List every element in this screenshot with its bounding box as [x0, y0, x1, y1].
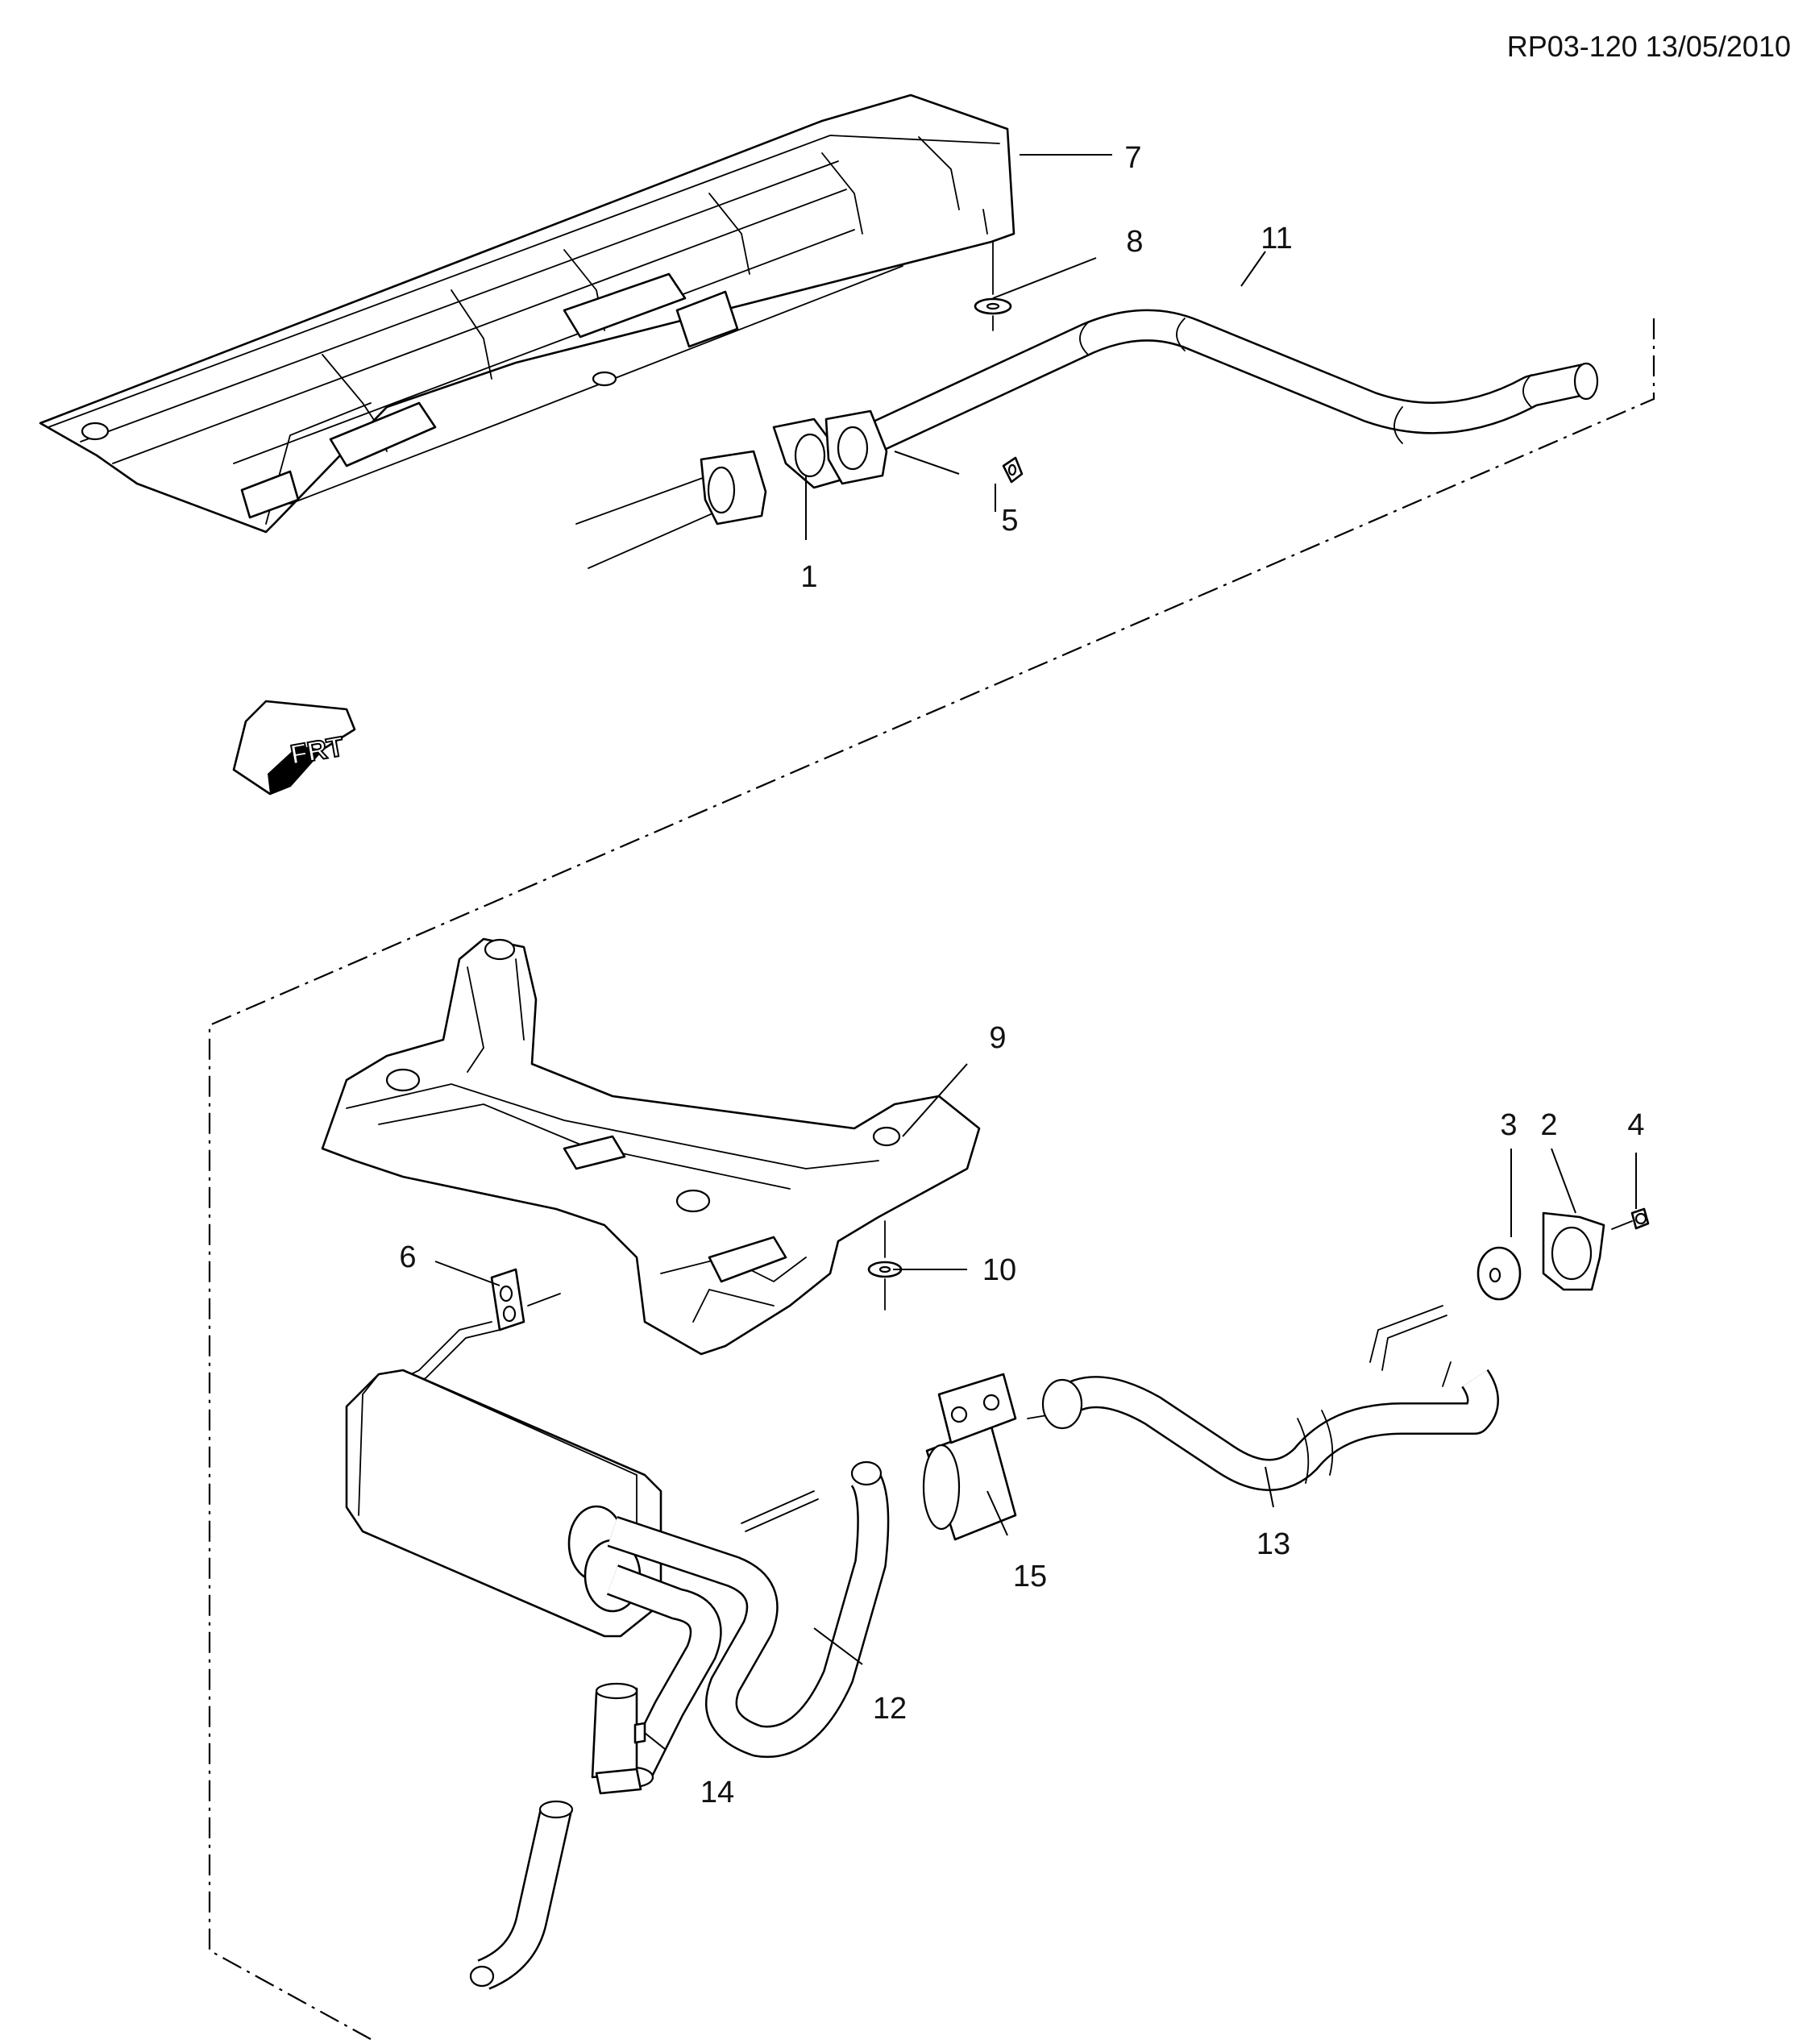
callout-10: 10: [982, 1253, 1016, 1287]
rubber-hanger: [402, 1268, 561, 1387]
front-intermediate-pipe: [824, 309, 1599, 485]
inlet-pipe-stub: [575, 450, 767, 569]
callout-6: 6: [399, 1240, 416, 1274]
callout-3: 3: [1500, 1108, 1517, 1142]
front-direction-arrow-icon: FRT: [232, 700, 356, 796]
callout-9: 9: [989, 1021, 1006, 1055]
intermediate-clamp: [922, 1373, 1053, 1541]
callout-8: 8: [1126, 225, 1143, 259]
lower-shield-washer: [867, 1220, 903, 1311]
rear-hanger-bolt: [1611, 1207, 1650, 1230]
callout-12: 12: [873, 1692, 907, 1726]
callout-leaders: [434, 154, 1637, 1750]
callout-1: 1: [800, 560, 817, 594]
tail-pipe-assembly: [606, 1460, 890, 1788]
callout-11: 11: [1261, 222, 1292, 256]
lower-heat-shield: [321, 937, 981, 1356]
callout-5: 5: [1001, 504, 1018, 538]
drawing-code: RP03-120 13/05/2010: [1507, 30, 1791, 63]
flange-nut: [1002, 456, 1024, 484]
callout-numbers: 1 2 3 4 5 6 7 8 9 10 11 12 13 14 15: [399, 141, 1644, 1809]
upper-heat-shield: [39, 93, 1015, 534]
callout-2: 2: [1540, 1108, 1557, 1142]
rear-hanger-rubber: [1477, 1246, 1522, 1301]
assembly-boundary: [208, 318, 1655, 2040]
callout-4: 4: [1627, 1108, 1644, 1142]
callout-14: 14: [700, 1776, 734, 1809]
tail-pipe-clamp: [591, 1682, 646, 1795]
callout-7: 7: [1124, 141, 1141, 175]
rear-intermediate-pipe: [1041, 1305, 1499, 1491]
tail-pipe-extension: [469, 1800, 574, 1990]
callout-15: 15: [1013, 1560, 1047, 1593]
rear-hanger-bracket: [1542, 1211, 1605, 1291]
shield-washer: [974, 241, 1012, 331]
callout-13: 13: [1256, 1527, 1290, 1561]
